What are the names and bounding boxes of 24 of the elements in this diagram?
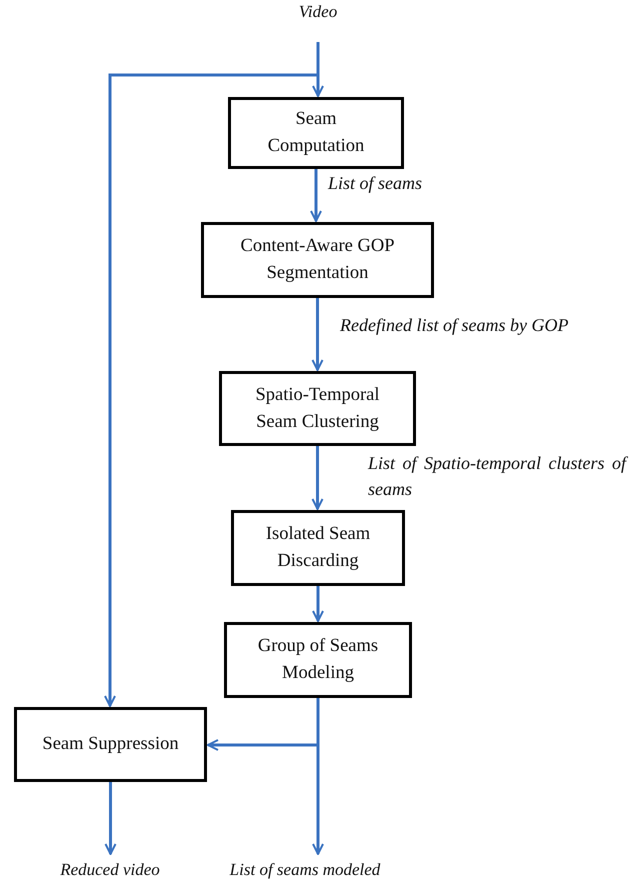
box-label: Group of Seams Modeling — [256, 635, 380, 685]
flow-label: Video — [278, 2, 358, 22]
edge-label: List of seams — [328, 172, 424, 195]
box-label: Seam Suppression — [42, 733, 179, 756]
arrow — [104, 42, 320, 707]
process-box — [228, 97, 404, 169]
process-box — [224, 622, 412, 698]
box-label: Spatio-Temporal Seam Clustering — [254, 384, 381, 434]
arrow — [310, 169, 322, 222]
process-box — [14, 707, 207, 782]
arrow — [312, 446, 324, 510]
arrow — [312, 586, 324, 622]
box-label: Isolated Seam Discarding — [264, 523, 372, 573]
arrow — [312, 298, 324, 371]
process-box — [201, 222, 434, 298]
box-label: Content-Aware GOP Segmentation — [240, 235, 396, 285]
edge-label: List of Spatio-temporal clusters of seams — [368, 452, 626, 501]
flow-label: List of seams modeled — [205, 860, 405, 880]
process-box — [219, 371, 416, 446]
box-label: Seam Computation — [266, 108, 366, 158]
arrow — [104, 782, 116, 855]
edge-label: Redefined list of seams by GOP — [340, 314, 570, 337]
process-box — [231, 510, 405, 586]
flow-label: Reduced video — [40, 860, 180, 880]
